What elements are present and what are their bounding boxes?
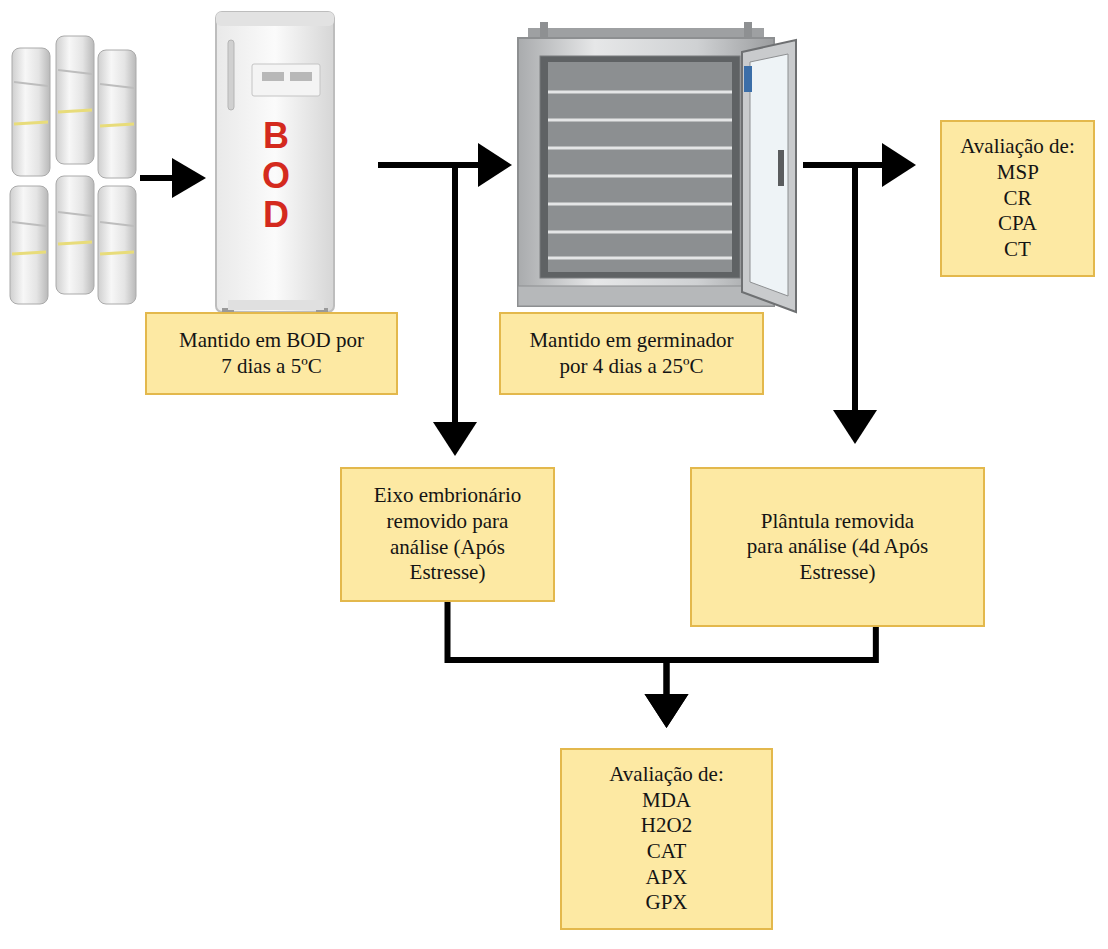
box-text: Plântula removida para análise (4d Após … <box>743 509 933 586</box>
germinator-cabinet <box>518 22 796 312</box>
box-list: MSP CR CPA CT <box>997 160 1038 262</box>
process-box: Avaliação de:MSP CR CPA CT <box>940 120 1095 277</box>
bod-incubator <box>216 12 334 322</box>
device-label: BOD <box>258 116 294 235</box>
flow-connector <box>448 602 689 728</box>
box-text: Mantido em BOD por 7 dias a 5ºC <box>179 328 364 379</box>
box-text: Mantido em germinador por 4 dias a 25ºC <box>514 328 749 379</box>
box-text: Avaliação de: <box>960 134 1074 160</box>
seed-rolls <box>10 36 136 304</box>
process-box: Mantido em BOD por 7 dias a 5ºC <box>145 312 398 395</box>
process-box: Mantido em germinador por 4 dias a 25ºC <box>499 312 764 395</box>
flow-connector <box>645 627 876 728</box>
process-box: Eixo embrionário removido para análise (… <box>340 467 555 602</box>
process-box: Plântula removida para análise (4d Após … <box>690 467 985 627</box>
box-text: Avaliação de: <box>609 762 723 788</box>
box-list: MDA H2O2 CAT APX GPX <box>641 788 692 916</box>
process-box: Avaliação de:MDA H2O2 CAT APX GPX <box>560 748 773 930</box>
box-text: Eixo embrionário removido para análise (… <box>365 483 530 585</box>
